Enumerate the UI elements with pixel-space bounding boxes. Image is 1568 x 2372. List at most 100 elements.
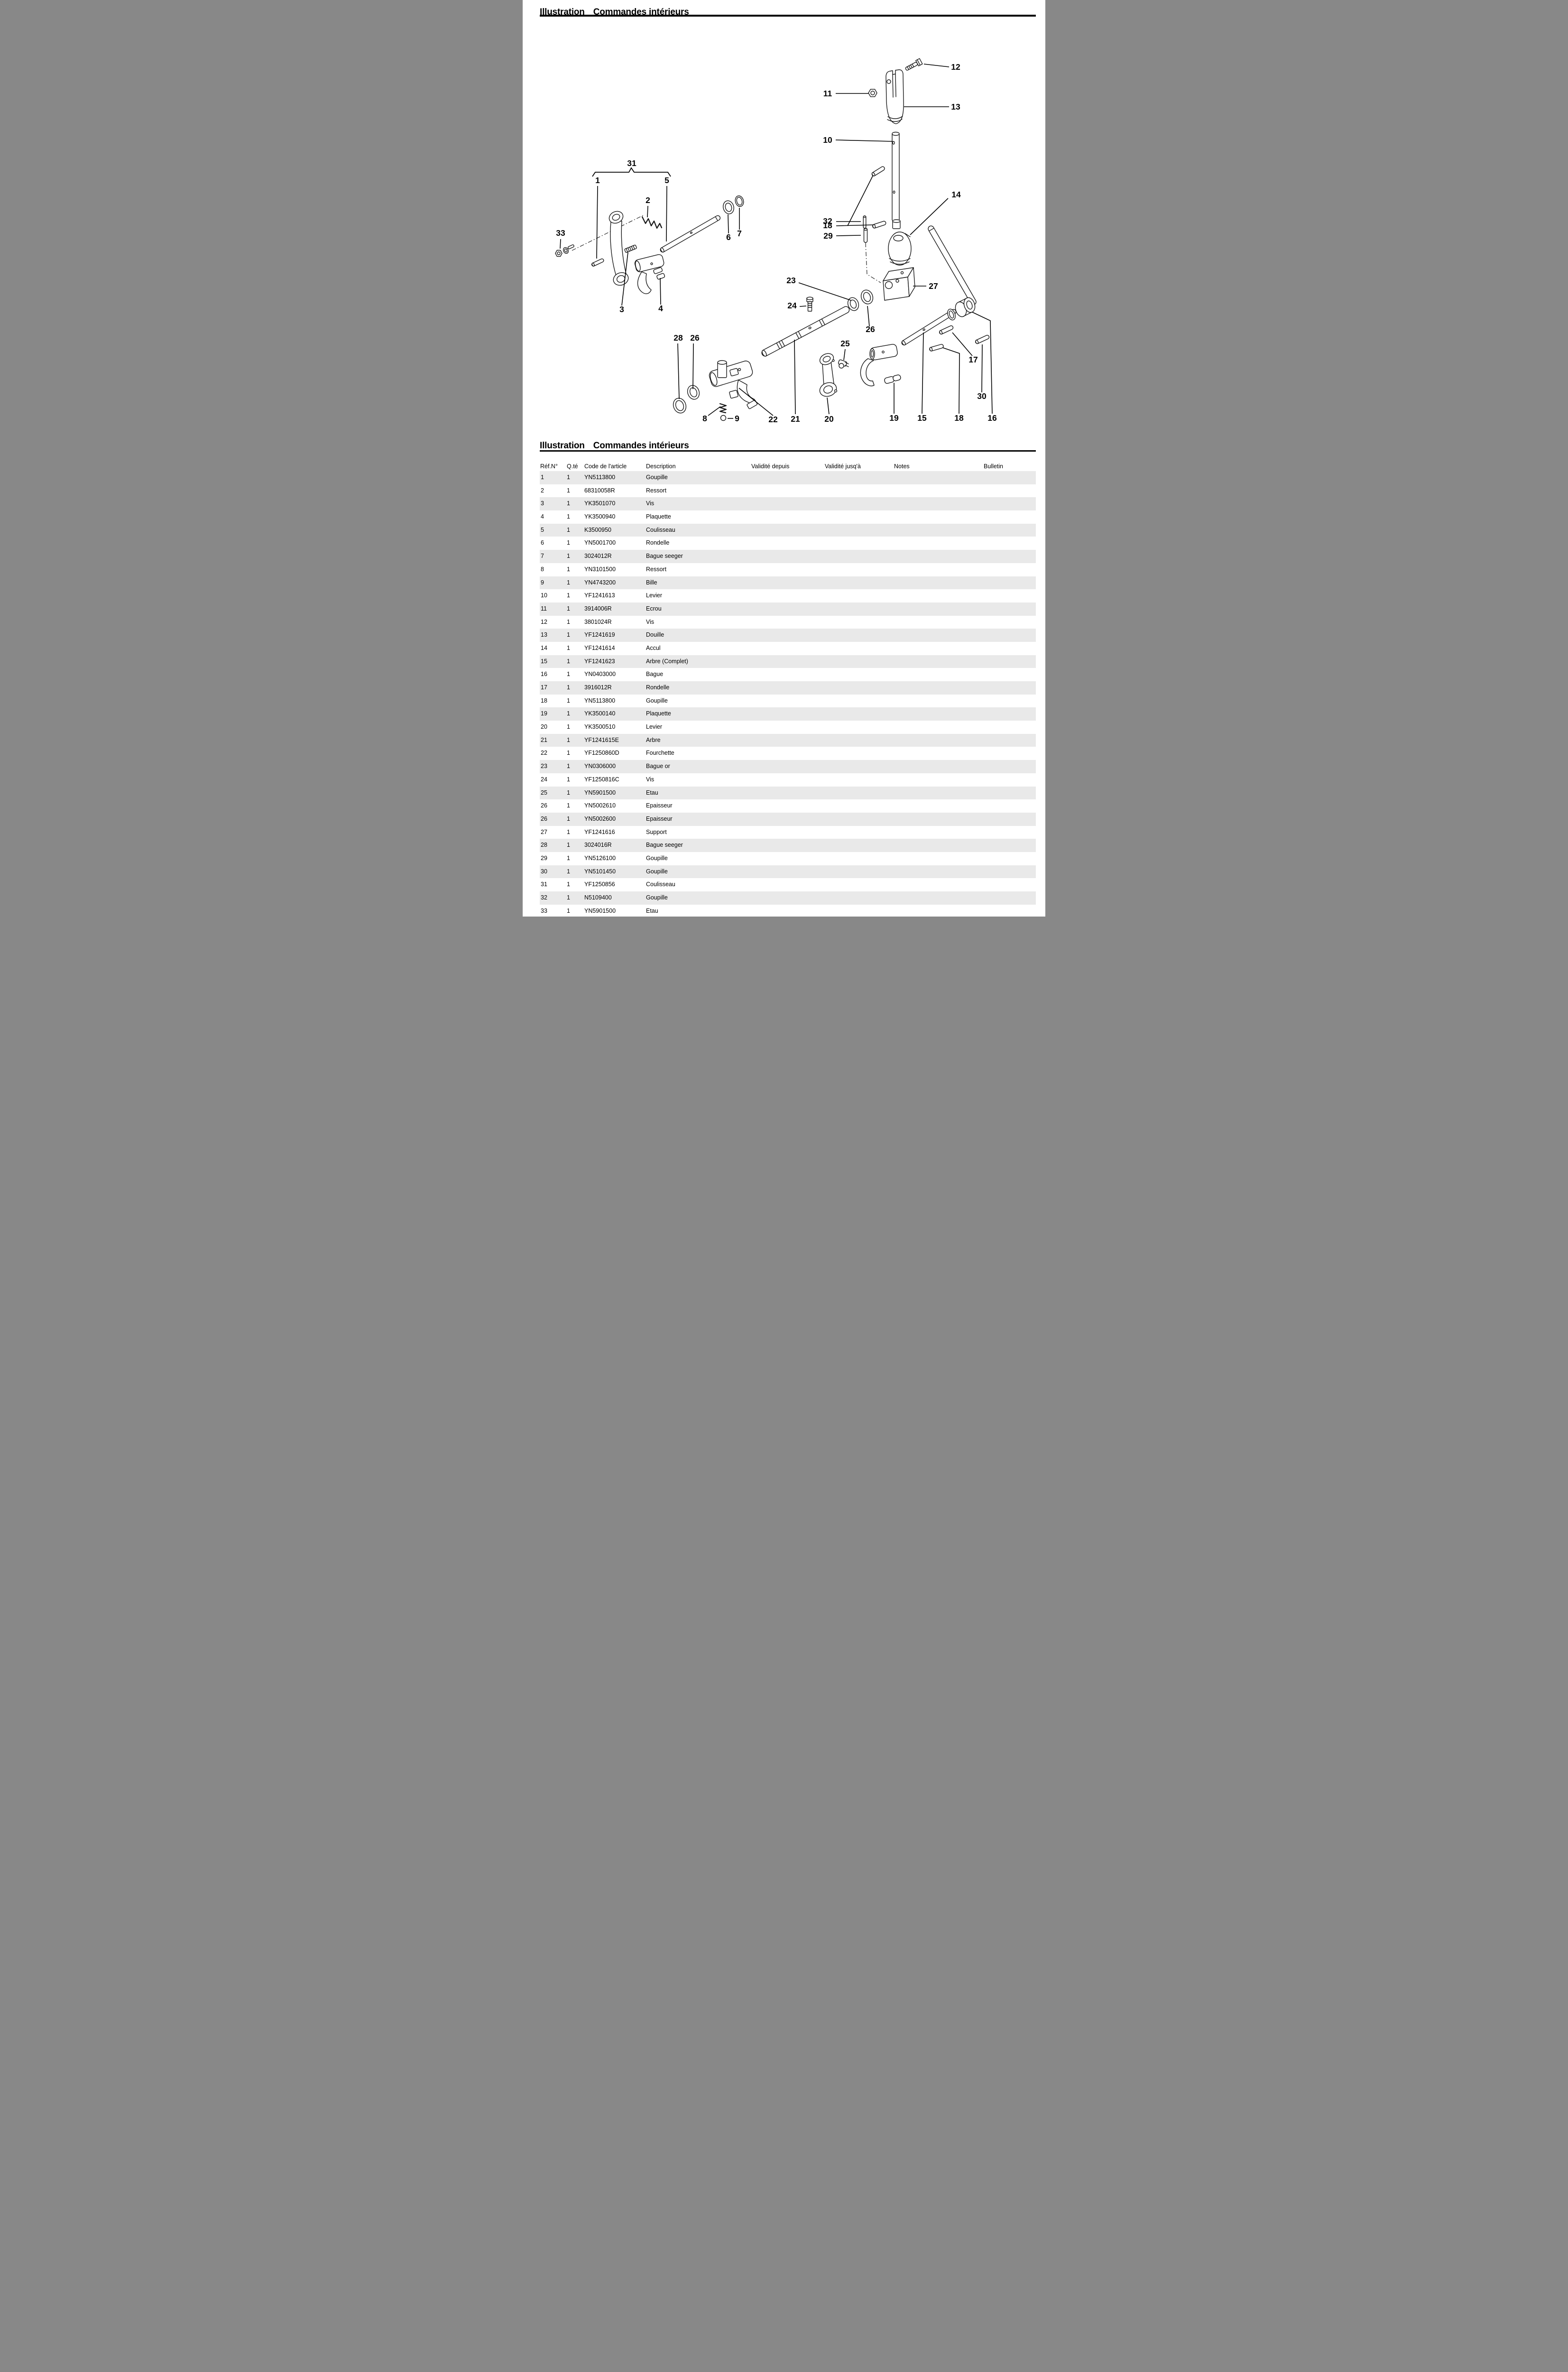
cell-ref: 13: [541, 631, 547, 639]
table-row: 22 1 YF1250860D Fourchette: [540, 747, 1036, 760]
cell-qty: 1: [567, 842, 570, 849]
col-header-valid-to: Validité jusq'à: [825, 463, 861, 470]
table-row: 23 1 YN0306000 Bague or: [540, 760, 1036, 773]
cell-ref: 26: [541, 815, 547, 822]
callout-13: 13: [951, 102, 960, 111]
cell-ref: 8: [541, 565, 544, 573]
bolt-nut-33: [555, 244, 574, 257]
callout-leader-12: [923, 64, 950, 67]
ring-16: [947, 308, 956, 321]
pin-18b: [872, 221, 886, 229]
cell-code: YN0403000: [584, 671, 616, 678]
cell-qty: 1: [567, 736, 570, 743]
callout-leader-3: [621, 252, 628, 306]
cell-code: 3801024R: [584, 618, 612, 625]
callout-29: 29: [823, 231, 833, 241]
seeger-ring-7: [735, 195, 744, 207]
table-row: 20 1 YK3500510 Levier: [540, 721, 1036, 734]
cell-qty: 1: [567, 474, 570, 481]
callout-7: 7: [737, 229, 742, 238]
cell-code: YN3101500: [584, 565, 616, 573]
section-name: Commandes intérieurs: [593, 440, 689, 451]
cell-ref: 9: [541, 579, 544, 586]
callout-25: 25: [840, 339, 850, 348]
cell-ref: 26: [541, 802, 547, 809]
col-header-code: Code de l'article: [584, 463, 627, 470]
cell-code: YF1250856: [584, 881, 615, 888]
table-row: 26 1 YN5002610 Epaisseur: [540, 799, 1036, 813]
cell-code: 3024012R: [584, 553, 612, 560]
table-row: 2 1 68310058R Ressort: [540, 484, 1036, 498]
callout-23: 23: [786, 276, 796, 285]
cell-desc: Arbre (Complet): [646, 658, 688, 665]
cell-qty: 1: [567, 631, 570, 639]
callout-27: 27: [929, 281, 938, 291]
cell-qty: 1: [567, 854, 570, 862]
cell-qty: 1: [567, 500, 570, 507]
callout-leader-1: [596, 185, 598, 259]
cell-desc: Accul: [646, 644, 661, 651]
cell-desc: Ressort: [646, 487, 667, 494]
cell-desc: Ressort: [646, 565, 667, 573]
cell-ref: 16: [541, 671, 547, 678]
col-header-ref: Réf.N°: [540, 463, 558, 470]
ring-23: [847, 297, 859, 311]
cell-code: YN5901500: [584, 789, 616, 796]
cell-desc: Epaisseur: [646, 802, 673, 809]
support-block-27: [883, 267, 915, 301]
cell-desc: Epaisseur: [646, 815, 673, 822]
callout-3: 3: [619, 305, 624, 314]
cell-code: YK3500140: [584, 710, 616, 717]
fork-4: [634, 254, 665, 294]
callout-2: 2: [646, 195, 650, 205]
callout-1: 1: [595, 176, 600, 185]
cell-code: 3024016R: [584, 842, 612, 849]
callout-15: 15: [917, 413, 927, 423]
table-row: 27 1 YF1241616 Support: [540, 826, 1036, 839]
table-row: 32 1 N5109400 Goupille: [540, 891, 1036, 905]
spring-8: [719, 403, 727, 414]
callout-32: 32: [823, 216, 832, 226]
cell-desc: Goupille: [646, 474, 668, 481]
cell-ref: 31: [541, 881, 547, 888]
table-row: 21 1 YF1241615E Arbre: [540, 733, 1036, 747]
lever-link: [609, 211, 629, 286]
cell-ref: 12: [541, 618, 547, 625]
etau-25: [838, 359, 849, 369]
pin-29: [863, 228, 868, 243]
table-row: 4 1 YK3500940 Plaquette: [540, 510, 1036, 524]
table-row: 28 1 3024016R Bague seeger: [540, 839, 1036, 852]
callout-leader-25: [843, 349, 846, 361]
callout-leader-10: [835, 139, 893, 142]
table-row: 30 1 YN5101450 Goupille: [540, 865, 1036, 879]
cell-qty: 1: [567, 565, 570, 573]
cell-qty: 1: [567, 526, 570, 533]
cell-code: YF1241623: [584, 658, 615, 665]
cell-ref: 3: [541, 500, 544, 507]
cell-qty: 1: [567, 553, 570, 560]
cell-code: 3916012R: [584, 684, 612, 691]
col-header-desc: Description: [646, 463, 676, 470]
table-row: 24 1 YF1250816C Vis: [540, 773, 1036, 787]
cell-desc: Etau: [646, 789, 658, 796]
cell-ref: 17: [541, 684, 547, 691]
callout-26: 26: [866, 324, 875, 334]
callout-28: 28: [673, 333, 683, 343]
cell-qty: 1: [567, 750, 570, 757]
pin-18c: [929, 344, 944, 352]
cell-qty: 1: [567, 487, 570, 494]
cell-ref: 32: [541, 894, 547, 901]
callout-leader-4: [660, 278, 661, 305]
cell-code: 68310058R: [584, 487, 615, 494]
col-header-notes: Notes: [894, 463, 910, 470]
cell-desc: Vis: [646, 776, 655, 783]
ball-accul-14: [888, 232, 912, 266]
cell-code: YN5113800: [584, 697, 616, 704]
callout-leader-2: [647, 205, 648, 218]
screw-3: [624, 244, 637, 253]
callout-leader-18: [847, 175, 874, 226]
cell-ref: 7: [541, 553, 544, 560]
callout-9: 9: [735, 414, 739, 423]
cell-desc: Plaquette: [646, 710, 671, 717]
centerline-33: [572, 215, 644, 251]
